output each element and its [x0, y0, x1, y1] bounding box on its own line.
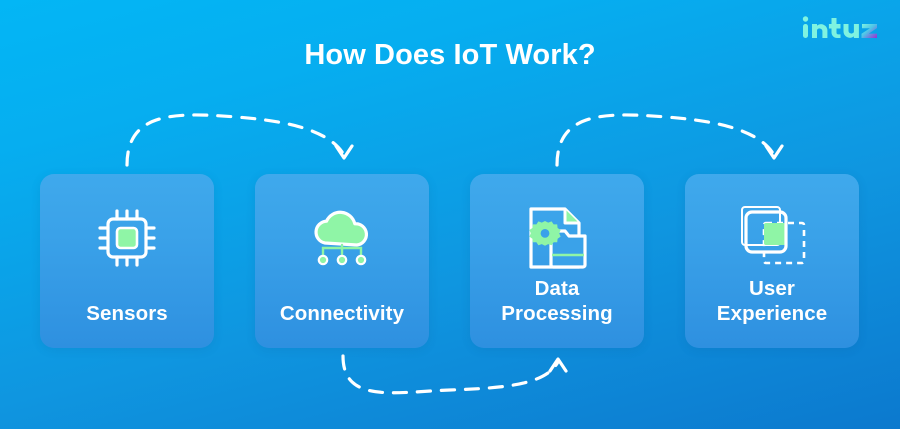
step-card-user-experience[interactable]: User Experience — [685, 174, 859, 348]
arrow-sensors-to-connectivity — [125, 113, 354, 167]
cloud-network-icon — [255, 196, 429, 280]
step-card-data-processing[interactable]: Data Processing — [470, 174, 644, 348]
step-label-sensors: Sensors — [86, 302, 168, 325]
step-label-user-experience: User Experience — [716, 277, 828, 325]
step-label-connectivity: Connectivity — [279, 302, 405, 325]
intuz-logo — [802, 14, 878, 44]
microchip-icon — [40, 196, 214, 280]
document-gear-icon — [470, 196, 644, 280]
overlapping-squares-icon — [685, 196, 859, 280]
step-label-data-processing: Data Processing — [501, 277, 613, 325]
arrow-dataprocessing-to-userexperience — [555, 113, 784, 167]
step-card-sensors[interactable]: Sensors — [40, 174, 214, 348]
page-title: How Does IoT Work? — [304, 39, 596, 71]
intuz-wordmark-logo — [802, 16, 877, 38]
step-card-connectivity[interactable]: Connectivity — [255, 174, 429, 348]
arrow-connectivity-to-dataprocessing — [341, 354, 568, 395]
